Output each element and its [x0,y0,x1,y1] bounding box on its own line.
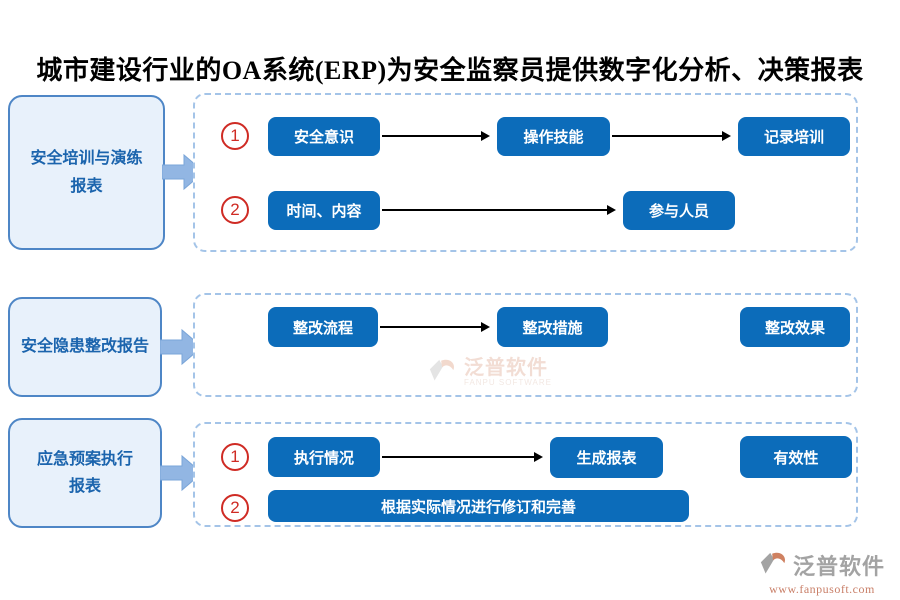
flow-node-rectify-effect: 整改效果 [740,307,850,347]
flow-node-effectiveness: 有效性 [740,436,852,478]
fanpu-logo-icon [760,552,786,574]
block-right-arrow-icon [160,454,202,492]
flow-node-record-training: 记录培训 [738,117,850,156]
page-title: 城市建设行业的OA系统(ERP)为安全监察员提供数字化分析、决策报表 [36,56,864,85]
flow-node-execution-status: 执行情况 [268,437,380,477]
flow-node-generate-report: 生成报表 [550,437,663,478]
footer-url: www.fanpusoft.com [769,582,875,596]
flow-node-rectify-measures: 整改措施 [497,307,608,347]
flow-node-revise-improve: 根据实际情况进行修订和完善 [268,490,689,522]
footer-logo: 泛普软件 www.fanpusoft.com [748,549,896,597]
connector-arrow [382,131,490,141]
flow-node-safety-awareness: 安全意识 [268,117,380,156]
lane-number-badge: 1 [221,443,249,471]
lane-number-badge: 2 [221,494,249,522]
block-right-arrow-icon [160,328,202,366]
connector-arrow [612,131,731,141]
flow-node-rectify-process: 整改流程 [268,307,378,347]
flow-node-time-content: 时间、内容 [268,191,380,230]
connector-arrow [380,322,490,332]
source-box-emergency-plan: 应急预案执行 报表 [8,418,162,528]
footer-brand: 泛普软件 [792,554,885,579]
flow-node-participants: 参与人员 [623,191,735,230]
source-box-safety-training: 安全培训与演练 报表 [8,95,165,250]
connector-arrow [382,452,543,462]
lane-number-badge: 1 [221,122,249,150]
flow-node-operation-skill: 操作技能 [497,117,610,156]
connector-arrow [382,205,616,215]
source-box-hazard-rectification: 安全隐患整改报告 [8,297,162,397]
lane-number-badge: 2 [221,196,249,224]
